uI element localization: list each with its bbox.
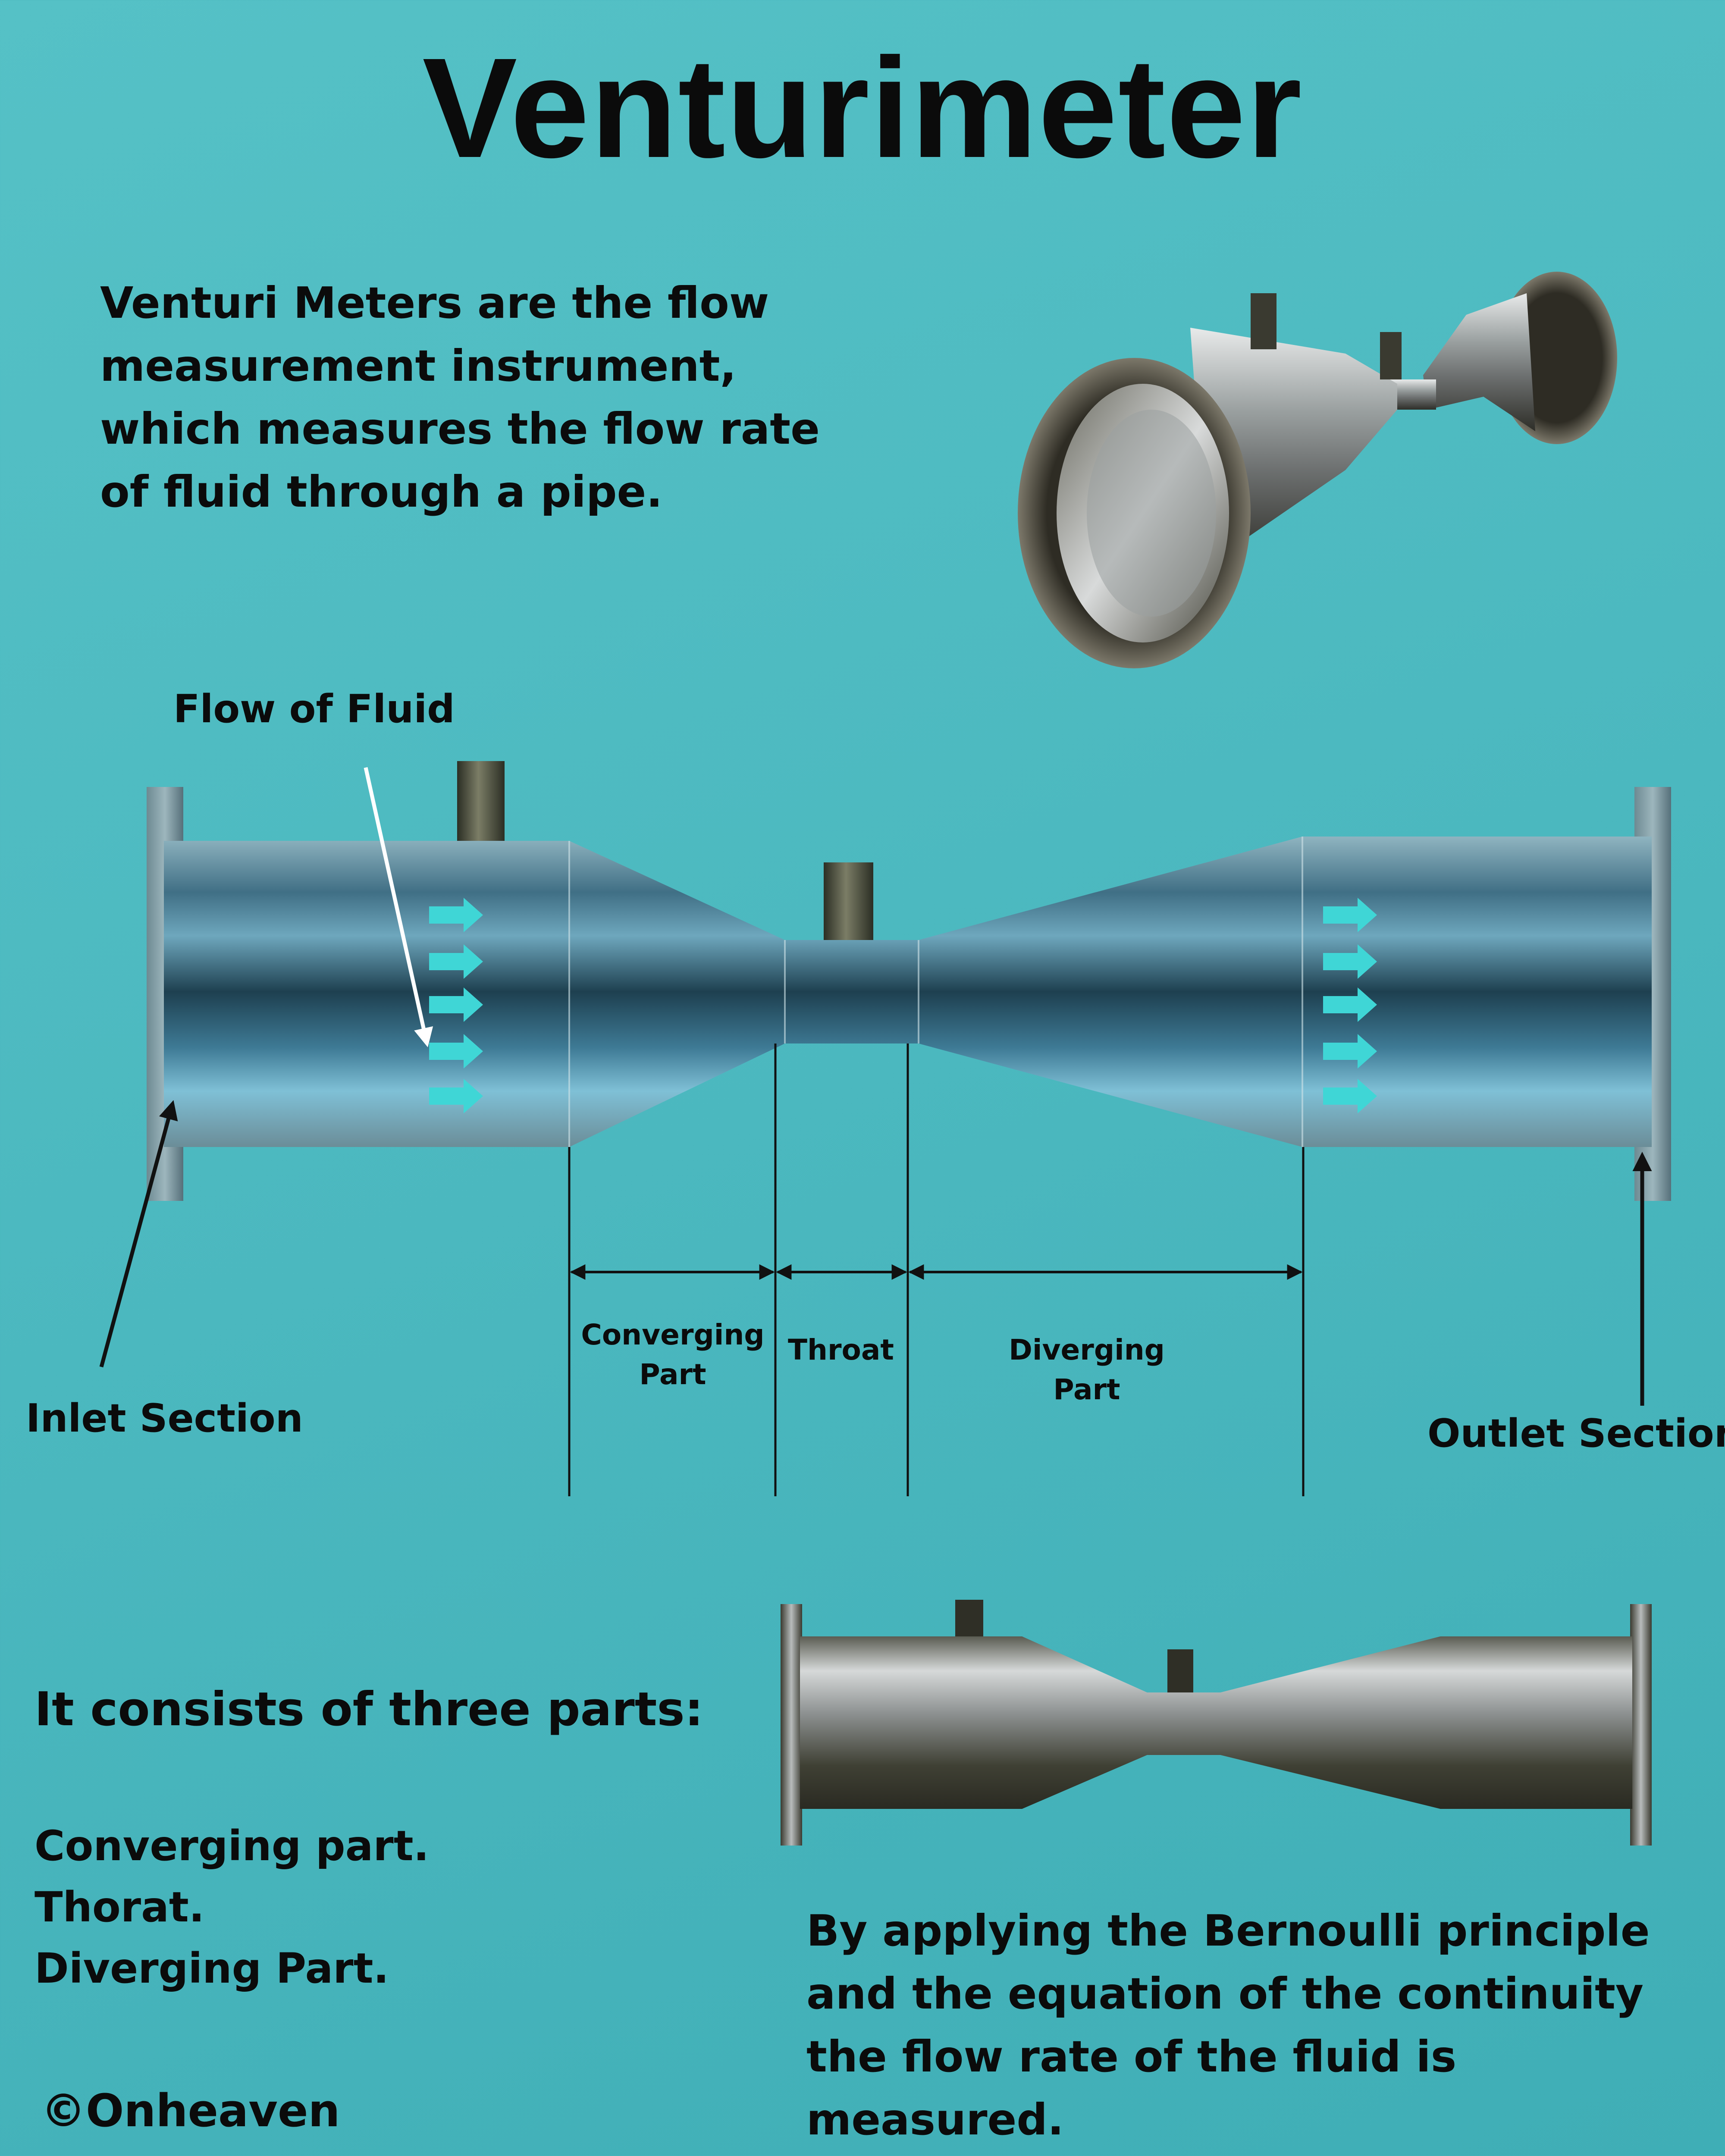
parts-heading: It consists of three parts: [34, 1683, 703, 1736]
list-item: Converging part. [34, 1822, 430, 1870]
flow-arrows-outlet [1323, 898, 1377, 1113]
intro-text: Venturi Meters are the flow measurement … [100, 278, 820, 517]
page-title: Venturimeter [422, 28, 1303, 187]
venturi-side-diagram [99, 761, 1671, 1496]
throat-label: Throat [788, 1333, 894, 1366]
diverging-part-label: Diverging Part [1009, 1333, 1165, 1406]
venturi-metal-illustration [781, 1600, 1652, 1846]
outlet-section-label: Outlet Section [1427, 1411, 1725, 1456]
list-item: Thorat. [34, 1883, 205, 1931]
flow-arrows-inlet [429, 898, 483, 1113]
parts-list: Converging part. Thorat. Diverging Part. [34, 1815, 429, 1999]
venturi-3d-illustration [1018, 272, 1617, 668]
inlet-section-label: Inlet Section [26, 1396, 303, 1441]
copyright-text: ©Onheaven [41, 2084, 340, 2137]
converging-part-label: Converging Part [581, 1318, 765, 1391]
flow-of-fluid-label: Flow of Fluid [173, 686, 455, 732]
list-item: Diverging Part. [34, 1944, 389, 1993]
bernoulli-text: By applying the Bernoulli principle and … [806, 1905, 1650, 2145]
